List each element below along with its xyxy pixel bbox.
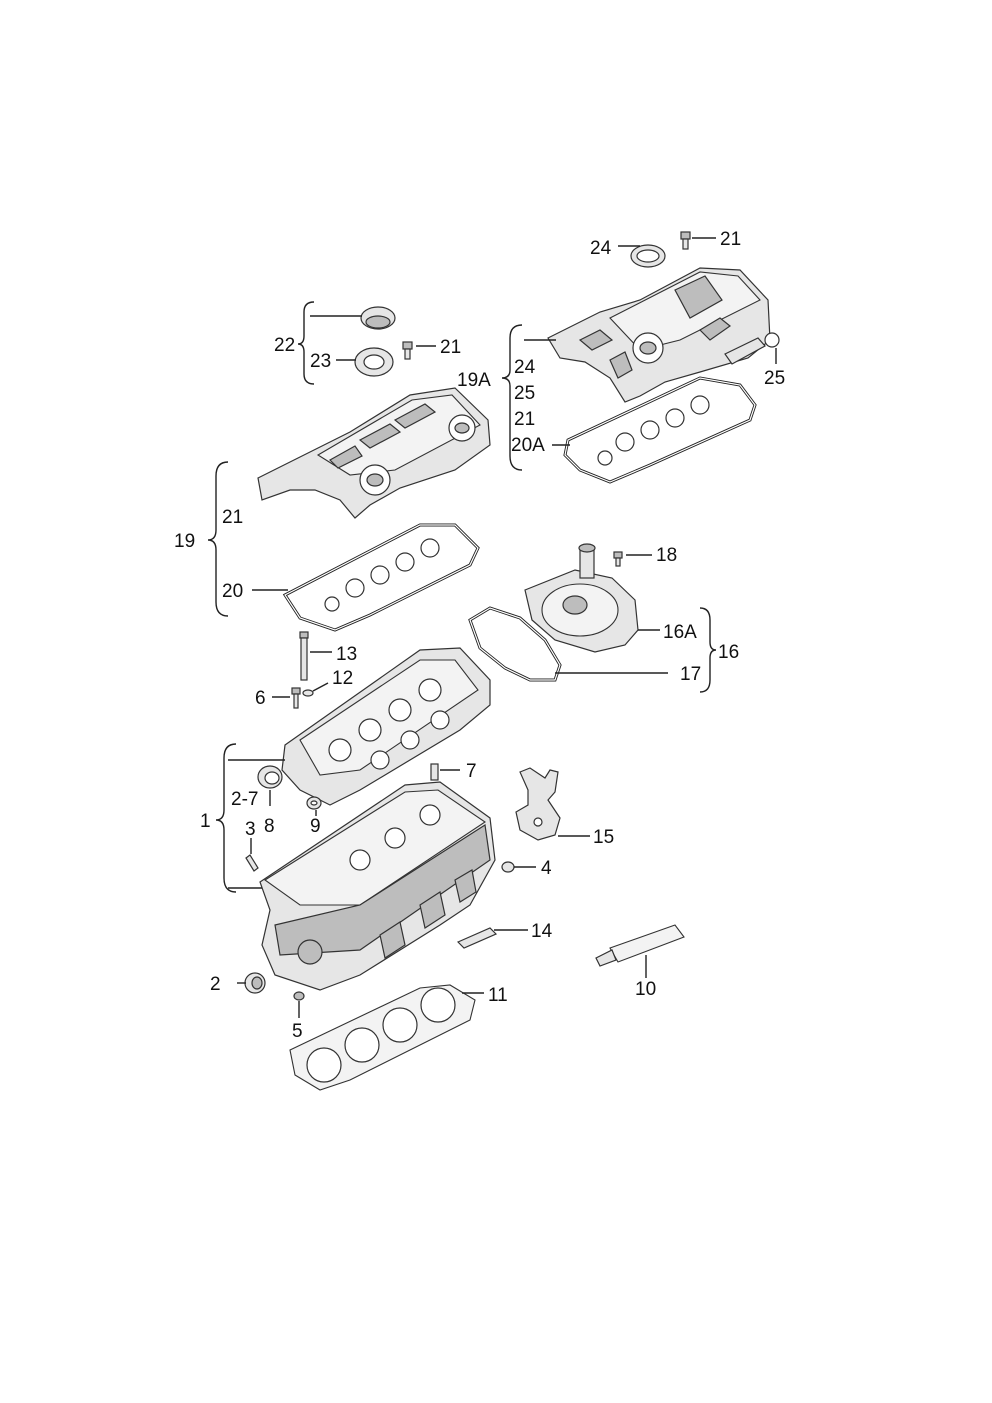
- callout-13: 13: [336, 644, 357, 665]
- camshaft-bearing-frame[interactable]: [281, 647, 491, 806]
- stud-bolt-13[interactable]: [299, 631, 309, 681]
- callout-2-7: 2-7: [231, 789, 258, 810]
- valve-cover-19a[interactable]: [547, 267, 771, 403]
- seal-25-right[interactable]: [724, 332, 780, 365]
- oil-filler-cap-22[interactable]: [360, 306, 396, 330]
- callout-23: 23: [310, 351, 331, 372]
- callout-6: 6: [255, 688, 266, 709]
- callout-14: 14: [531, 921, 553, 942]
- vacuum-pump-16a[interactable]: [524, 543, 639, 653]
- callout-4: 4: [541, 858, 552, 879]
- nut-9[interactable]: [306, 796, 322, 810]
- callout-3: 3: [245, 819, 256, 840]
- bolt-21-top[interactable]: [680, 231, 691, 250]
- callout-11: 11: [488, 985, 508, 1006]
- callout-25-right: 25: [764, 368, 785, 389]
- callout-24-top: 24: [590, 238, 612, 259]
- callout-19: 19: [174, 531, 195, 552]
- plug-4[interactable]: [501, 861, 515, 873]
- cylinder-head-1[interactable]: [259, 781, 496, 991]
- callout-19a-24: 24: [514, 357, 536, 378]
- callout-21-top: 21: [720, 229, 741, 250]
- callout-20: 20: [222, 581, 243, 602]
- callout-18: 18: [656, 545, 677, 566]
- seal-ring-23[interactable]: [354, 347, 394, 377]
- sleeve-7[interactable]: [430, 763, 439, 781]
- callout-7: 7: [466, 761, 477, 782]
- callout-1: 1: [200, 811, 211, 832]
- cylinder-head-gasket-11[interactable]: [289, 984, 476, 1091]
- valve-cover-19[interactable]: [257, 387, 491, 519]
- bolt-5[interactable]: [293, 991, 305, 1001]
- sealant-tube-10[interactable]: [595, 924, 685, 967]
- dowel-pin-3[interactable]: [245, 854, 259, 872]
- callout-19a: 19A: [457, 370, 491, 391]
- washer-12[interactable]: [302, 689, 314, 697]
- bolt-21-mid[interactable]: [402, 341, 413, 360]
- callout-19a-25: 25: [514, 383, 535, 404]
- callout-9: 9: [310, 816, 321, 837]
- callout-16a: 16A: [663, 622, 697, 643]
- callout-2: 2: [210, 974, 221, 995]
- leader-lines: [228, 237, 777, 1018]
- sleeve-14[interactable]: [456, 927, 498, 949]
- callout-10: 10: [635, 979, 656, 1000]
- callout-19a-21: 21: [514, 409, 535, 430]
- callout-12: 12: [332, 668, 353, 689]
- bolt-18[interactable]: [613, 551, 623, 567]
- sealing-plug-2[interactable]: [244, 972, 266, 994]
- oil-seal-8[interactable]: [257, 765, 283, 789]
- callout-22: 22: [274, 335, 295, 356]
- gasket-20[interactable]: [282, 523, 480, 632]
- bracket-15[interactable]: [515, 767, 561, 841]
- callout-17: 17: [680, 664, 701, 685]
- callout-16: 16: [718, 642, 739, 663]
- callout-21-mid: 21: [440, 337, 461, 358]
- callout-15: 15: [593, 827, 614, 848]
- bolt-6[interactable]: [291, 687, 301, 709]
- oil-filler-cap-24-top[interactable]: [630, 244, 666, 268]
- callout-5: 5: [292, 1021, 303, 1042]
- gasket-20a[interactable]: [563, 376, 757, 484]
- callout-8: 8: [264, 816, 275, 837]
- callout-labels: 24 21 22 23 21 19A 24 25 21 20A 25 19 21…: [174, 229, 785, 1042]
- callout-19-21: 21: [222, 507, 243, 528]
- callout-20a: 20A: [511, 435, 545, 456]
- brace-lines: [207, 301, 717, 893]
